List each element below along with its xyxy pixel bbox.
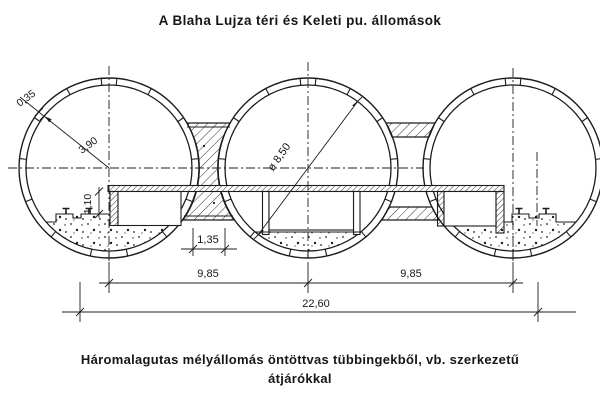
platform-slab	[107, 184, 505, 193]
rail-symbols-left	[62, 207, 93, 214]
centerlines	[8, 62, 538, 261]
diameter-dimension-line	[257, 100, 359, 236]
radius-arrowhead	[45, 116, 52, 123]
tube-spacing-right-label: 9,85	[400, 268, 421, 280]
junction-block	[181, 122, 236, 221]
lining-thickness-label: 0,35	[14, 88, 38, 110]
under-platform-box-right	[443, 190, 497, 227]
platform-height-label: 1,10	[82, 194, 94, 215]
overall-width-label: 22,60	[302, 298, 330, 310]
caption-line-2: átjárókkal	[268, 371, 332, 386]
passage-width-label: 1,35	[197, 234, 218, 246]
radius-dimension-line	[19, 96, 110, 169]
tube-spacing-left-label: 9,85	[197, 268, 218, 280]
slab-column-mid-right	[352, 190, 361, 236]
slab-column-right-tube	[436, 190, 445, 227]
passage-beams	[380, 122, 441, 221]
dimensions	[19, 96, 576, 322]
platform-wall-left	[109, 190, 119, 227]
caption-line-1: Háromalagutas mélyállomás öntöttvas tübb…	[80, 352, 520, 367]
under-platform-box-left	[117, 190, 182, 227]
under-platform-box-middle	[268, 190, 355, 231]
under-platform-structures	[109, 190, 505, 236]
rail-symbols-right	[515, 207, 550, 214]
drawing-title: A Blaha Lujza téri és Keleti pu. állomás…	[158, 13, 442, 28]
